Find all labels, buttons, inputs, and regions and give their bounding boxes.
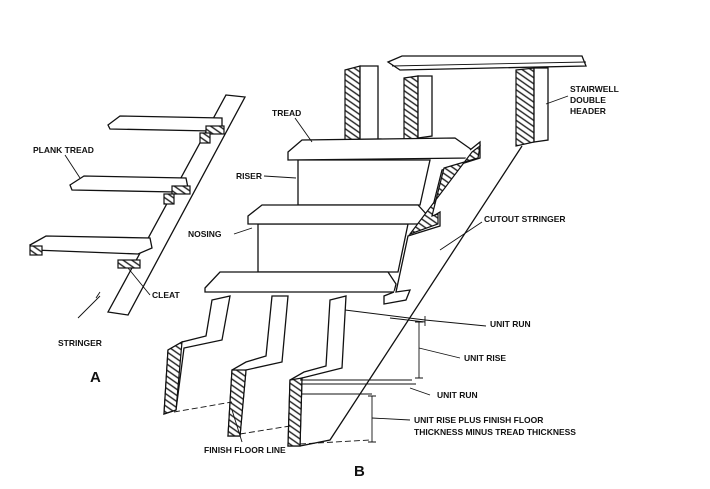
riser-1	[297, 159, 431, 206]
figure-b-label: B	[354, 463, 365, 480]
cutout-stringer-line	[299, 145, 523, 447]
header-face-right	[533, 67, 549, 143]
tread-end-grain	[117, 259, 141, 269]
tread-end-grain	[171, 185, 191, 195]
figure-a-drawing	[29, 94, 247, 319]
leader-bottom-rise	[371, 417, 411, 421]
label-stringer: STRINGER	[58, 338, 102, 348]
leader-tread	[294, 117, 313, 143]
right-stringer-grain	[408, 144, 481, 236]
tread-end-grain	[205, 125, 225, 135]
leader-plank-tread	[64, 154, 81, 179]
label-tread: TREAD	[272, 108, 301, 118]
header-post-mid	[403, 75, 419, 143]
tread-2	[247, 204, 429, 225]
plank-tread-3	[29, 235, 153, 255]
figure-b-drawing	[163, 55, 587, 447]
cleat	[163, 193, 175, 205]
bottom-rise-dim	[302, 393, 376, 443]
landing-floor	[386, 55, 587, 71]
header-face-mid	[417, 75, 433, 139]
leader-nosing	[233, 227, 253, 235]
label-cleat: CLEAT	[152, 290, 181, 300]
label-nosing: NOSING	[188, 229, 222, 239]
label-cutout-stringer: CUTOUT STRINGER	[484, 214, 566, 224]
finish-floor-line	[173, 401, 371, 445]
label-finish-floor-line: FINISH FLOOR LINE	[204, 445, 286, 455]
stringer-bottom-right-grain	[287, 377, 303, 447]
stringer-bottom-left-grain	[163, 340, 183, 415]
figure-a-label: A	[90, 369, 101, 386]
tread-end-grain	[29, 245, 43, 256]
plank-tread-2	[69, 175, 189, 193]
label-bottom-rise-2: THICKNESS MINUS TREAD THICKNESS	[414, 427, 576, 437]
label-unit-rise: UNIT RISE	[464, 353, 506, 363]
leader-header	[545, 95, 569, 105]
stairwell-double-header	[515, 67, 535, 147]
unit-rise-dim	[415, 321, 423, 379]
leader-riser	[263, 175, 297, 179]
cleat	[199, 132, 211, 144]
tread-1	[287, 137, 473, 161]
label-unit-run-top: UNIT RUN	[490, 319, 531, 329]
landing-edge	[391, 61, 587, 67]
leader-stringer	[77, 291, 101, 319]
label-riser: RISER	[236, 171, 262, 181]
label-plank-tread: PLANK TREAD	[33, 145, 94, 155]
unit-run-top-dim	[344, 309, 426, 326]
leader-unit-run-bottom	[409, 387, 431, 396]
riser-2	[257, 223, 409, 273]
label-bottom-rise-1: UNIT RISE PLUS FINISH FLOOR	[414, 415, 543, 425]
unit-run-bottom-dim	[300, 379, 416, 385]
label-unit-run-bottom: UNIT RUN	[437, 390, 478, 400]
label-header-3: HEADER	[570, 106, 606, 116]
tread-3	[204, 271, 397, 293]
stringer-bottom-mid-grain	[227, 369, 247, 437]
leader-unit-run-top	[424, 319, 487, 327]
leader-cleat	[127, 267, 151, 296]
plank-tread-1	[107, 115, 223, 132]
label-header-2: DOUBLE	[570, 95, 606, 105]
label-header-1: STAIRWELL	[570, 84, 619, 94]
leader-finish-floor	[231, 409, 243, 443]
leader-unit-rise	[418, 347, 461, 359]
leader-cutout-stringer	[439, 221, 483, 251]
